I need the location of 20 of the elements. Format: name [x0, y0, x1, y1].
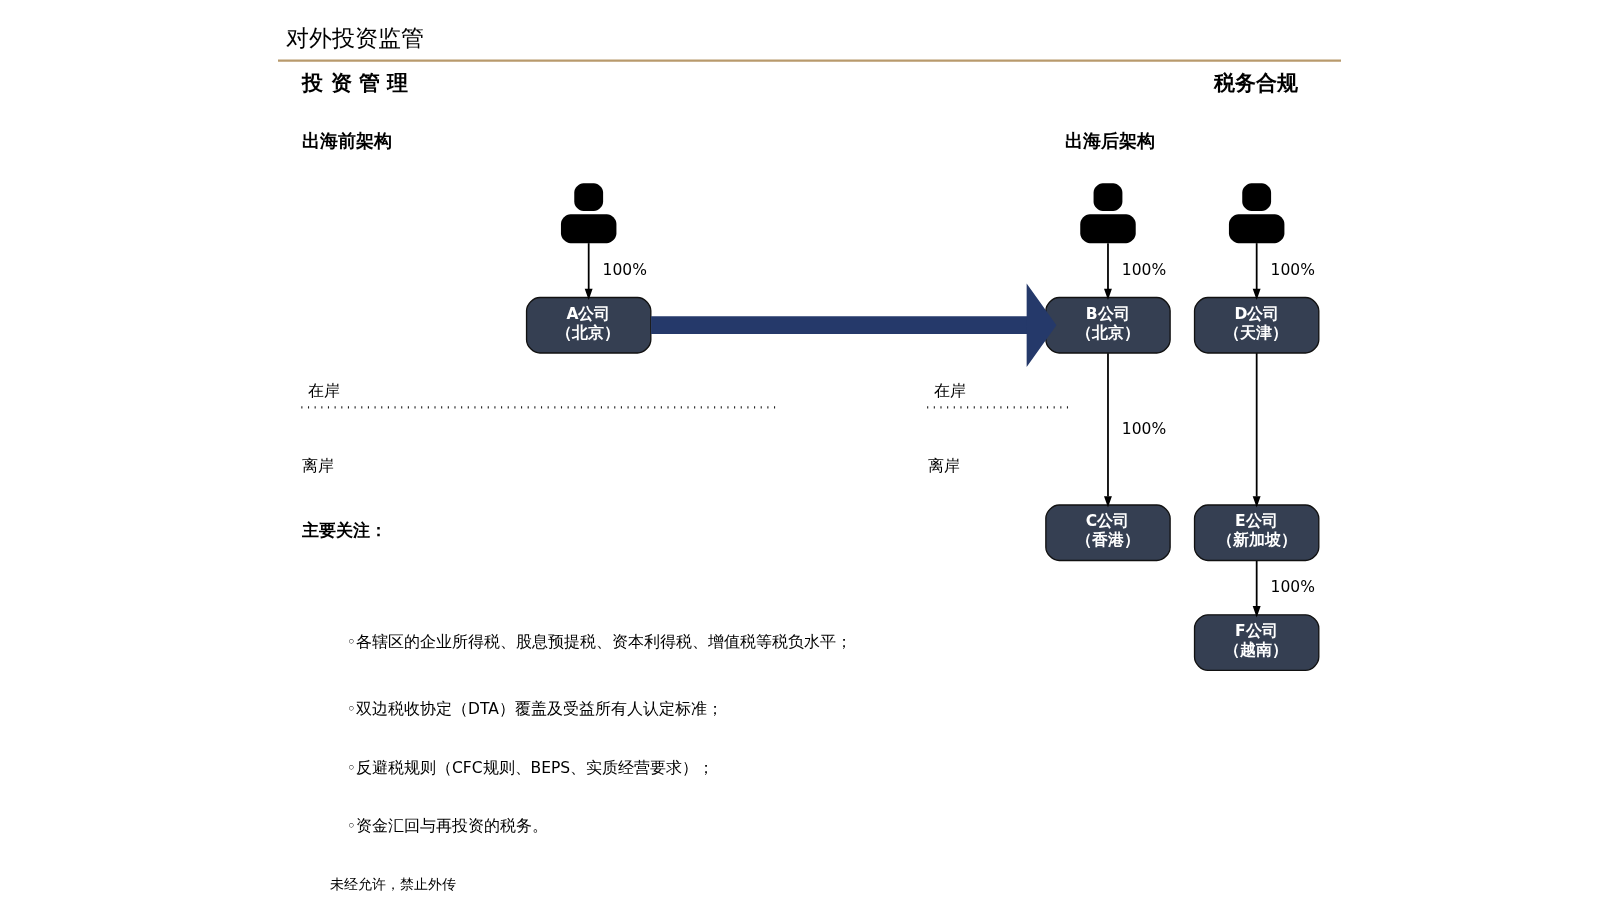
label: 出海前架构 [301, 130, 392, 151]
label: ◦各辖区的企业所得税、股息预提税、资本利得税、增值税等税负水平； [346, 632, 852, 651]
edge-label: 100% [1270, 577, 1315, 596]
label: 在岸 [307, 381, 340, 400]
edge-label: 100% [1121, 419, 1166, 438]
label: 投 资 管 理 [301, 69, 408, 95]
edge-label: 100% [602, 260, 647, 279]
edge-label: 100% [1121, 260, 1166, 279]
label: 离岸 [927, 456, 960, 475]
label: 未经允许，禁止外传 [329, 875, 456, 892]
label: 离岸 [301, 456, 334, 475]
label: 税务合规 [1214, 69, 1299, 95]
label: 主要关注： [301, 520, 387, 540]
label: ◦双边税收协定（DTA）覆盖及受益所有人认定标准； [346, 699, 723, 718]
diagram-title: 对外投资监管 [285, 23, 424, 51]
label: 出海后架构 [1064, 130, 1155, 151]
label: 在岸 [933, 381, 966, 400]
label: ◦资金汇回与再投资的税务。 [346, 816, 548, 835]
label: ◦反避税规则（CFC规则、BEPS、实质经营要求）； [346, 758, 714, 777]
edge-label: 100% [1270, 260, 1315, 279]
